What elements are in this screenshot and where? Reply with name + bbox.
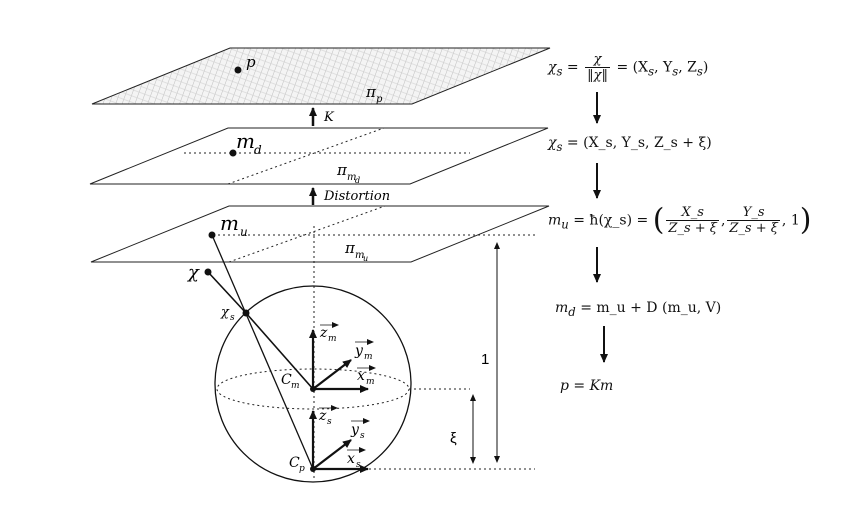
equation-4: md = m_u + D (m_u, V) [555,300,722,319]
axis-xs-label: x [347,451,355,467]
ray-mu-to-cp [211,234,314,470]
axis-zm-label: z [319,325,328,341]
dimension-xi-label: ξ [450,430,457,447]
image-plane [91,47,551,105]
point-cm-sub: m [291,381,300,391]
axis-xm-sub: m [366,377,375,387]
point-md-dot [229,149,237,157]
point-cm-label: C [281,372,292,388]
plane-pi-mu-sub: m [355,250,364,261]
plane-pi-mu-label: π [344,239,356,257]
point-chi-dot [204,268,212,276]
ray-chis-to-cm [245,312,314,390]
axis-zm-sub: m [328,334,337,344]
point-chi-label: χ [186,262,200,283]
axis-ys [312,439,352,470]
plane-pi-mu-subsub: u [363,254,368,263]
undistorted-plane [90,205,550,263]
equation-1: χs = χ‖χ‖ = (Xs, Ys, Zs) [548,52,709,83]
point-mu-label: m [220,211,239,235]
point-p-label: p [246,53,256,71]
plane-pi-md-subsub: d [355,176,360,185]
point-chis-label: χ [220,305,230,320]
k-label: K [323,110,335,125]
plane-pi-md-label: π [336,161,348,179]
point-md-label: m [236,129,255,153]
dimension-one-label: 1 [481,351,489,368]
axis-ys-sub: s [360,431,365,441]
plane-pi-p-sub: p [376,94,383,105]
axis-zs-sub: s [327,417,332,427]
point-mu-sub: u [240,225,248,239]
axis-zs-label: z [318,408,327,424]
unit-sphere [214,285,412,483]
point-chis-sub: s [230,313,235,323]
axis-ym-sub: m [364,352,373,362]
distorted-plane [89,127,549,185]
equation-2: χs = (X_s, Y_s, Z_s + ξ) [548,135,712,154]
axis-ys-label: y [350,422,360,438]
axis-ym [312,359,352,390]
point-cp-label: C [289,455,300,471]
point-cp-sub: p [299,464,305,474]
point-chis-dot [242,309,250,317]
axis-xm-label: x [357,368,365,384]
equation-5: p = Km [560,378,614,394]
point-p-dot [234,66,242,74]
plane-pi-p-label: π [365,83,377,101]
ray-chi-to-chis [207,271,247,314]
point-md-sub: d [254,143,262,157]
axis-xs-sub: s [356,460,361,470]
plane-pi-md-sub: m [347,172,356,183]
distortion-label: Distortion [323,189,390,204]
axis-ym-label: y [354,343,364,359]
